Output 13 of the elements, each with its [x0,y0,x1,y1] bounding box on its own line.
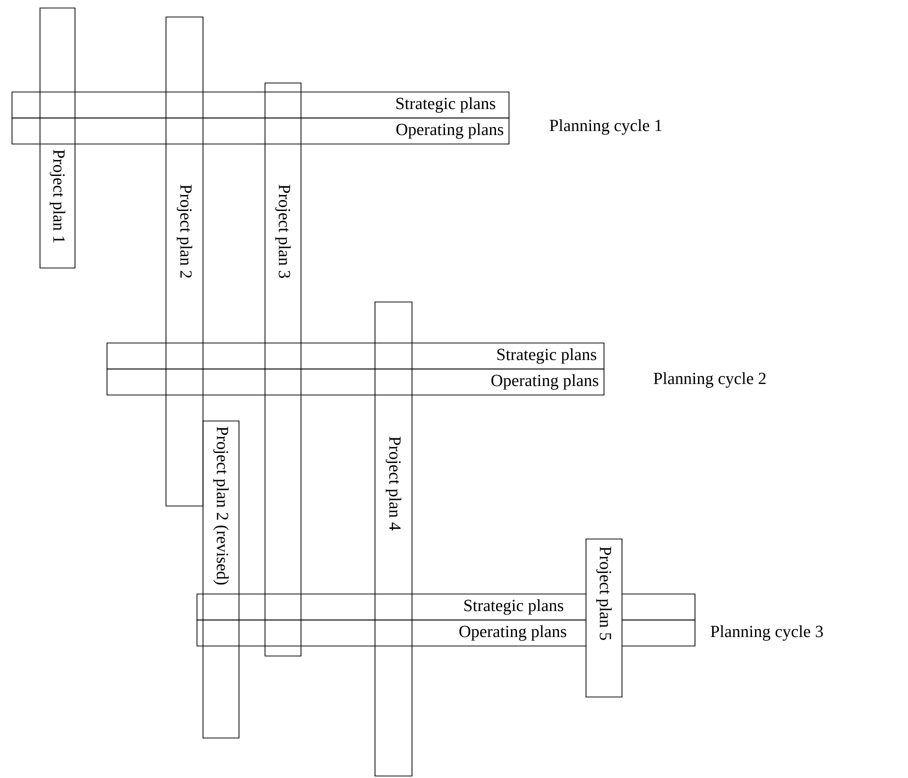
project-plan-bar: Project plan 2 (revised) [202,420,240,738]
plan-band: Operating plans [12,118,510,144]
project-plan-bar: Project plan 4 [374,302,412,776]
cycle-label: Planning cycle 1 [550,119,662,135]
project-plan-bar: Project plan 1 [40,8,76,268]
project-plan-bar: Project plan 3 [264,82,302,656]
plan-band: Strategic plans [106,342,604,370]
plan-band: Strategic plans [12,92,510,118]
cycle-label: Planning cycle 2 [654,372,766,388]
plan-band: Operating plans [106,368,604,396]
project-plan-bar: Project plan 2 [166,16,204,506]
project-plan-bar: Project plan 5 [586,538,622,698]
cycle-label: Planning cycle 3 [710,625,823,641]
